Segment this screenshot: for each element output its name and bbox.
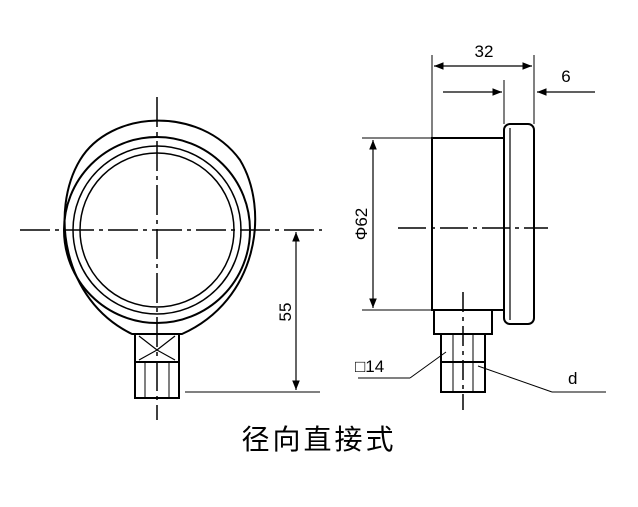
flange-label: 6 xyxy=(561,67,570,86)
flange xyxy=(503,123,535,325)
front-view xyxy=(20,97,322,420)
diagram-title: 径向直接式 xyxy=(241,423,397,456)
height-label: 55 xyxy=(276,303,295,322)
square-callout xyxy=(358,351,447,379)
case-body xyxy=(431,137,505,311)
height-dimension xyxy=(185,232,320,393)
diameter-label: Φ62 xyxy=(352,208,371,240)
hex-nut-facets xyxy=(138,335,176,361)
thread-label: d xyxy=(568,369,577,388)
front-outline xyxy=(63,119,257,335)
depth-dimension xyxy=(431,55,535,138)
flange-dimension xyxy=(443,80,595,124)
square-label: □14 xyxy=(355,357,384,376)
thread-callout xyxy=(477,365,606,393)
diameter-dimension xyxy=(362,137,432,311)
depth-label: 32 xyxy=(475,42,494,61)
side-view xyxy=(398,123,548,410)
